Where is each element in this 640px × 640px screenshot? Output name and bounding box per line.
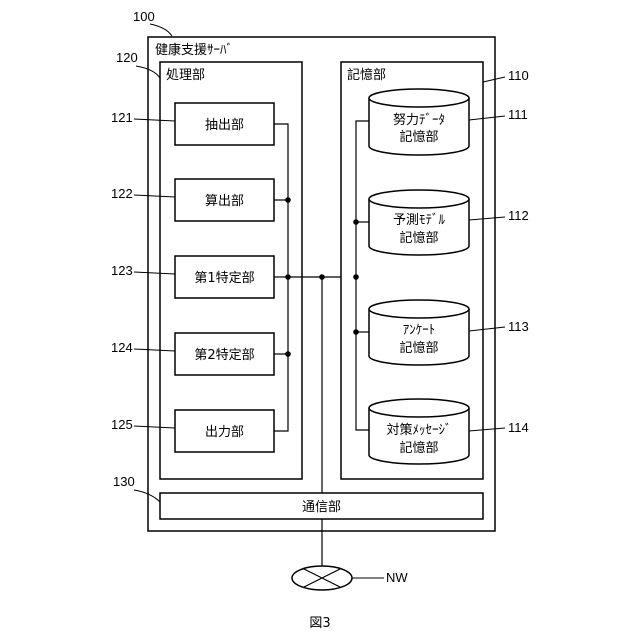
- cylinder-countermeasure-message-line2: 記憶部: [399, 440, 438, 456]
- cylinder-prediction-model-top: [369, 190, 469, 208]
- communication-label: 通信部: [302, 500, 341, 515]
- cylinder-effort-data-top: [369, 89, 469, 107]
- unit-first-identification: 第1特定部 123: [111, 256, 274, 298]
- cylinder-survey-top: [369, 300, 469, 318]
- junction-dot: [353, 274, 359, 280]
- cylinder-effort-data-ref: 111: [508, 107, 528, 122]
- unit-extraction-ref: 121: [111, 110, 133, 125]
- junction-dot: [319, 274, 325, 280]
- communication-ref: 130: [113, 474, 135, 489]
- network-label: NW: [386, 570, 408, 585]
- cylinder-prediction-model: 予測ﾓﾃﾞﾙ 記憶部 112: [369, 190, 529, 255]
- cylinder-survey: ｱﾝｹｰﾄ 記憶部 113: [369, 300, 529, 365]
- cylinder-survey-line2: 記憶部: [399, 340, 438, 356]
- cylinder-survey-line1: ｱﾝｹｰﾄ: [403, 323, 436, 338]
- unit-extraction-label: 抽出部: [205, 118, 244, 133]
- processing-label: 処理部: [166, 68, 205, 83]
- cylinder-prediction-model-line1: 予測ﾓﾃﾞﾙ: [393, 213, 446, 228]
- cylinder-countermeasure-message: 対策ﾒｯｾｰｼﾞ 記憶部 114: [369, 399, 529, 464]
- cylinder-effort-data-line1: 努力ﾃﾞｰﾀ: [393, 113, 445, 128]
- junction-dot: [353, 219, 359, 225]
- unit-calculation: 算出部 122: [111, 179, 274, 221]
- figure-caption: 図3: [309, 616, 330, 631]
- cylinder-survey-ref: 113: [508, 319, 529, 334]
- storage-label: 記憶部: [347, 67, 386, 83]
- server-label: 健康支援ｻｰﾊﾞ: [155, 42, 233, 58]
- cylinder-prediction-model-ref: 112: [508, 208, 529, 223]
- junction-dot: [285, 351, 291, 357]
- unit-calculation-ref: 122: [111, 186, 133, 201]
- cylinder-countermeasure-message-top: [369, 399, 469, 417]
- unit-output: 出力部 125: [111, 410, 274, 452]
- cylinder-countermeasure-message-ref: 114: [508, 420, 529, 435]
- unit-extraction: 抽出部 121: [111, 103, 274, 145]
- storage-ref: 110: [508, 68, 529, 83]
- unit-calculation-label: 算出部: [205, 194, 244, 209]
- cylinder-countermeasure-message-line1: 対策ﾒｯｾｰｼﾞ: [386, 422, 451, 438]
- unit-output-label: 出力部: [205, 425, 244, 440]
- network-icon: [292, 566, 352, 590]
- unit-second-identification-label: 第2特定部: [194, 348, 254, 363]
- unit-output-ref: 125: [111, 417, 133, 432]
- server-leader: [150, 24, 172, 36]
- junction-dot: [353, 329, 359, 335]
- cylinder-prediction-model-line2: 記憶部: [399, 230, 438, 246]
- unit-first-identification-label: 第1特定部: [194, 271, 254, 286]
- unit-second-identification: 第2特定部 124: [111, 333, 274, 375]
- server-ref: 100: [133, 9, 155, 24]
- processing-ref: 120: [116, 50, 138, 65]
- cylinder-effort-data-line2: 記憶部: [399, 129, 438, 145]
- junction-dot: [285, 197, 291, 203]
- cylinder-effort-data: 努力ﾃﾞｰﾀ 記憶部 111: [369, 89, 528, 155]
- unit-second-identification-ref: 124: [111, 340, 133, 355]
- unit-first-identification-ref: 123: [111, 263, 133, 278]
